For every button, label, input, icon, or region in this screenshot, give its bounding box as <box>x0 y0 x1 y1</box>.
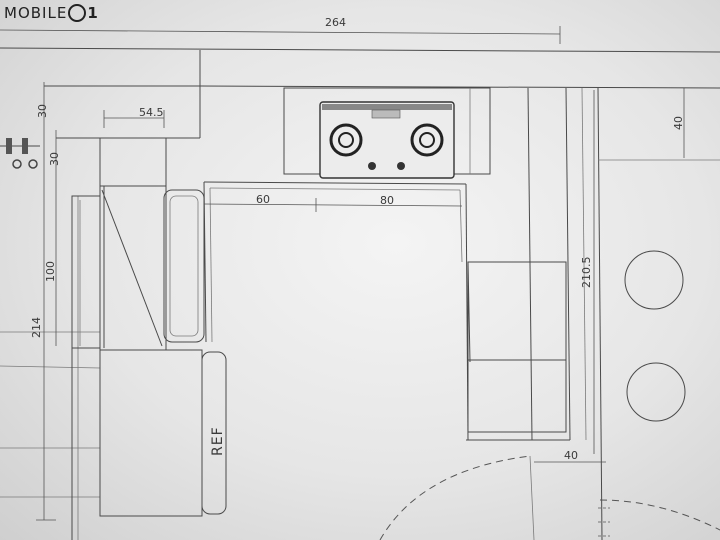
dim-right-top: 40 <box>672 116 685 130</box>
dim-overall-width: 264 <box>325 16 346 29</box>
dim-top-depth: 30 <box>36 104 49 118</box>
dim-overall-line <box>0 29 561 35</box>
round-stools <box>624 250 686 422</box>
knob-right-icon <box>397 162 405 170</box>
stove-vent <box>371 109 401 119</box>
left-thin-cabinet <box>71 195 101 349</box>
faucet-valve-1 <box>6 138 12 154</box>
bg-line-2 <box>0 365 101 369</box>
door-marker <box>598 507 610 537</box>
stove-panel <box>322 104 452 110</box>
back-counter <box>203 181 469 441</box>
right-counter-back <box>527 87 533 441</box>
dim-sink-width: 54.5 <box>139 106 164 119</box>
knob-left-icon <box>368 162 376 170</box>
counter-left-edge-inner <box>209 187 213 343</box>
phone-circle-icon <box>68 3 87 22</box>
sink-outline <box>163 189 205 343</box>
faucet-knob-2 <box>28 159 38 169</box>
fridge-door <box>201 351 227 515</box>
fridge-label: REF <box>210 426 226 456</box>
faucet-knob-1 <box>12 159 22 169</box>
dim-right-length: 210.5 <box>580 257 593 289</box>
stove-body <box>319 101 455 179</box>
stool-bottom <box>626 362 686 422</box>
left-counter <box>99 137 167 351</box>
right-counter-wall <box>565 87 571 441</box>
watermark-logo: MOBILE 1 <box>4 3 99 23</box>
right-cabinet-bottom <box>467 359 567 433</box>
burner-right-icon <box>410 123 444 157</box>
dim-left-100: 100 <box>44 261 57 282</box>
door-arc-right <box>599 499 720 531</box>
right-cabinet-top <box>467 261 567 361</box>
right-cabinet-edge <box>467 261 471 363</box>
fridge-body <box>99 349 203 517</box>
dimension-lines <box>0 26 685 521</box>
counter-back-top <box>199 85 720 89</box>
right-counter <box>466 87 587 540</box>
dim-counter-b: 80 <box>380 194 394 207</box>
dim-counter-line <box>203 203 463 207</box>
door-swing-line <box>101 189 163 347</box>
right-stub <box>529 455 535 540</box>
stool-top <box>624 250 684 310</box>
watermark-suffix: 1 <box>87 4 99 22</box>
faucet-valve-2 <box>22 138 28 154</box>
sink-basin <box>169 195 199 337</box>
left-cabinets <box>71 137 205 351</box>
fridge: REF <box>99 349 227 517</box>
dim-counter-a: 60 <box>256 193 270 206</box>
right-counter-wall-2 <box>581 87 587 441</box>
faucet-icon <box>0 138 40 169</box>
counter-front-edge-inner <box>209 187 461 191</box>
burner-left-icon <box>329 123 363 157</box>
dimension-labels: 264 54.5 60 80 30 30 100 214 40 210.5 40 <box>30 16 685 462</box>
wall-right <box>597 87 603 540</box>
dim-left-depth: 30 <box>48 152 61 166</box>
burner-left-inner <box>338 132 354 148</box>
stove <box>319 101 455 179</box>
wall-top-outer <box>0 47 720 53</box>
dim-right-bottom: 40 <box>564 449 578 462</box>
counter-right-inner <box>459 189 463 263</box>
burner-right-inner <box>419 132 435 148</box>
counter-front-edge <box>203 181 467 185</box>
door-arc <box>379 455 531 540</box>
watermark-text: MOBILE <box>4 4 68 22</box>
dim-left-214: 214 <box>30 317 43 338</box>
